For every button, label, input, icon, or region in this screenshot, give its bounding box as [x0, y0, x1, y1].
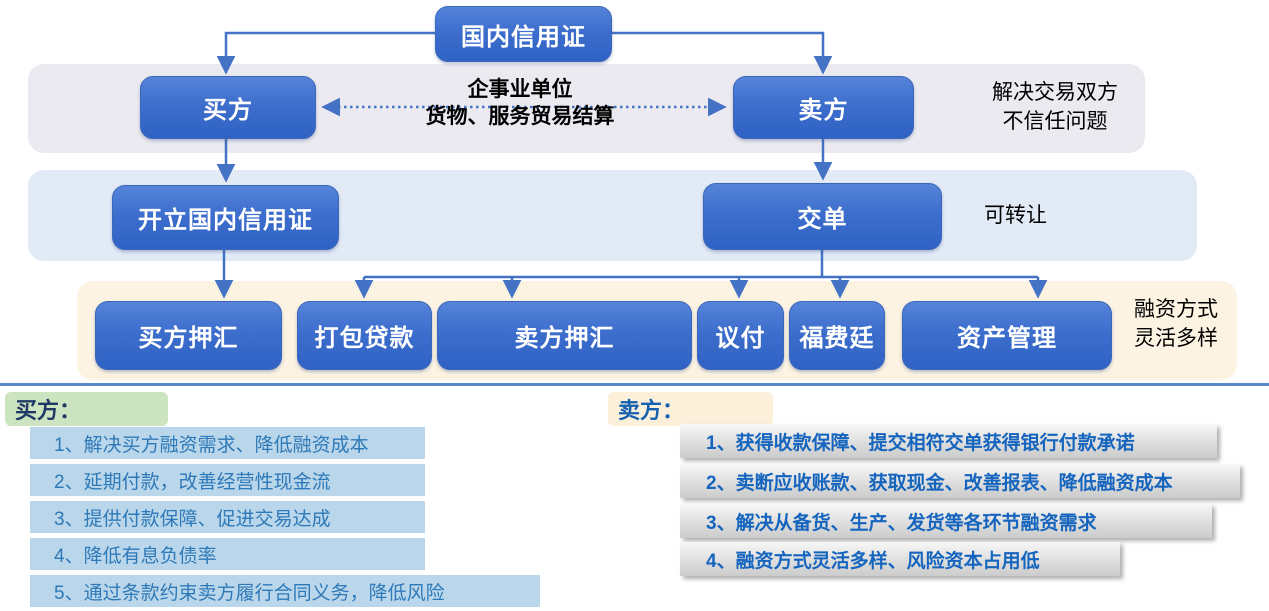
trade-relation-label: 企事业单位 货物、服务贸易结算	[385, 76, 655, 130]
row3-annotation-line1: 融资方式	[1134, 298, 1218, 321]
seller-box: 卖方	[733, 76, 914, 139]
seller-benefit-item: 4、融资方式灵活多样、风险资本占用低	[680, 542, 1120, 576]
buyer-box: 买方	[140, 76, 316, 139]
buyer-benefit-item: 4、降低有息负债率	[30, 538, 425, 570]
row1-annotation-line2: 不信任问题	[1002, 110, 1108, 133]
row3-annotation: 融资方式 灵活多样	[1112, 295, 1240, 353]
buyer-bill-purchase-box: 买方押汇	[95, 301, 282, 370]
trade-relation-line1: 企事业单位	[467, 78, 573, 101]
buyer-benefit-item: 2、延期付款，改善经营性现金流	[30, 464, 425, 496]
trade-relation-line2: 货物、服务贸易结算	[425, 105, 615, 128]
seller-benefit-item: 2、卖断应收账款、获取现金、改善报表、降低融资成本	[680, 464, 1240, 498]
asset-management-box: 资产管理	[902, 301, 1112, 370]
present-documents-box: 交单	[703, 183, 942, 250]
seller-bill-purchase-box: 卖方押汇	[437, 301, 692, 370]
buyer-benefit-item: 3、提供付款保障、促进交易达成	[30, 501, 425, 533]
section-divider-line	[0, 383, 1269, 386]
forfaiting-box: 福费廷	[789, 301, 885, 370]
seller-benefit-item: 3、解决从备货、生产、发货等各环节融资需求	[680, 504, 1212, 538]
row1-annotation-line1: 解决交易双方	[992, 81, 1118, 104]
packing-loan-box: 打包贷款	[297, 301, 432, 370]
row1-annotation: 解决交易双方 不信任问题	[955, 78, 1155, 136]
buyer-benefit-item: 1、解决买方融资需求、降低融资成本	[30, 427, 425, 459]
seller-benefit-item: 1、获得收款保障、提交相符交单获得银行付款承诺	[680, 424, 1217, 458]
buyer-section-title: 买方：	[5, 392, 168, 426]
buyer-benefit-item: 5、通过条款约束卖方履行合同义务，降低风险	[30, 575, 540, 607]
row3-annotation-line2: 灵活多样	[1134, 327, 1218, 350]
negotiation-box: 议付	[697, 301, 784, 370]
domestic-lc-box: 国内信用证	[435, 6, 612, 62]
seller-section-title: 卖方：	[608, 392, 773, 426]
open-lc-box: 开立国内信用证	[112, 185, 339, 250]
row2-annotation: 可转让	[984, 204, 1047, 227]
